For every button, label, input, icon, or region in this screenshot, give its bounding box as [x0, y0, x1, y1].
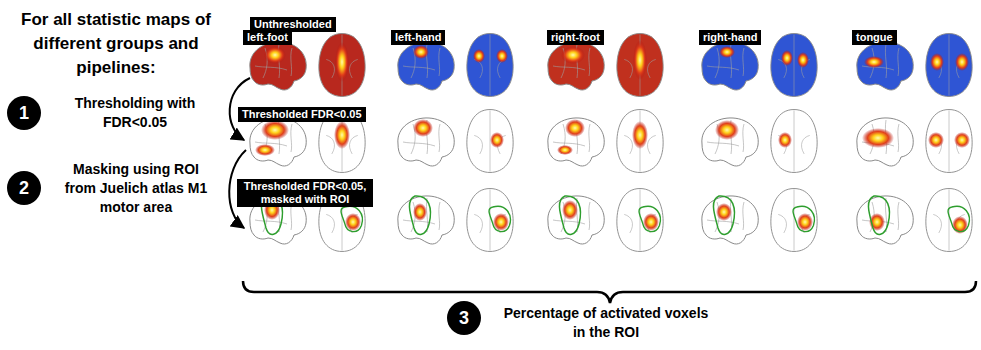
activation-blob — [413, 119, 433, 137]
brain-column — [250, 34, 365, 252]
axial-brain — [319, 34, 365, 97]
step-number: 2 — [7, 171, 41, 205]
map-tag: Thresholded FDR<0.05, masked with ROI — [237, 179, 373, 207]
brain-column — [857, 34, 972, 252]
sagittal-brain — [398, 118, 454, 166]
node-text: left-foot — [247, 31, 288, 43]
sagittal-brain — [857, 196, 913, 244]
activation-blob — [490, 132, 504, 148]
sagittal-brain — [548, 42, 604, 90]
activation-blob — [715, 120, 739, 140]
activation-blob — [778, 132, 792, 148]
activation-blob — [561, 46, 585, 64]
activation-blob — [781, 50, 793, 66]
node-text: 2 — [19, 178, 29, 199]
activation-blob — [335, 42, 349, 82]
step-number: 3 — [447, 301, 481, 335]
activation-blob — [716, 203, 732, 221]
curly-brace — [243, 281, 976, 303]
node-text: Unthresholded — [254, 18, 332, 30]
node-text: left-hand — [395, 31, 441, 43]
task-tag: tongue — [852, 30, 897, 45]
axial-brain — [771, 34, 817, 97]
node-text: Thresholded FDR<0.05 — [242, 108, 362, 120]
activation-blob — [719, 46, 735, 58]
sagittal-brain — [398, 42, 454, 90]
axial-brain — [926, 110, 972, 173]
task-tag: right-hand — [699, 30, 761, 45]
step-description: Thresholding with FDR<0.05 — [60, 94, 210, 132]
activation-blob — [954, 132, 970, 148]
node-text: tongue — [856, 31, 893, 43]
task-tag: left-foot — [243, 30, 292, 45]
sagittal-brain — [702, 118, 758, 166]
activation-blob — [255, 144, 275, 156]
axial-brain — [771, 110, 817, 173]
sagittal-brain — [857, 42, 913, 90]
step-number: 1 — [7, 96, 41, 130]
axial-brain — [617, 110, 663, 173]
sagittal-brain — [702, 196, 758, 244]
task-tag: right-foot — [547, 30, 604, 45]
activation-blob — [557, 145, 573, 155]
brain-column — [702, 34, 817, 252]
brain-column — [548, 34, 663, 252]
activation-blob — [562, 200, 578, 220]
activation-blob — [797, 52, 809, 68]
roi-outline — [639, 206, 660, 231]
node-text: right-foot — [551, 31, 600, 43]
activation-blob — [264, 46, 286, 64]
activation-blob — [496, 49, 508, 63]
activation-blob — [413, 45, 429, 59]
brain-column — [398, 34, 513, 252]
roi-outline — [409, 196, 430, 234]
axial-brain — [467, 189, 513, 252]
axial-brain — [926, 189, 972, 252]
sagittal-brain — [548, 118, 604, 166]
sagittal-brain — [250, 118, 306, 166]
step-description: Masking using ROI from Juelich atlas M1 … — [62, 160, 210, 217]
figure-title: For all statistic maps of different grou… — [5, 8, 227, 80]
roi-outline — [948, 206, 969, 231]
axial-brain — [617, 189, 663, 252]
activation-blob — [565, 119, 585, 137]
activation-blob — [955, 53, 969, 71]
sagittal-brain — [857, 118, 913, 166]
node-text: Thresholded FDR<0.05, masked with ROI — [244, 180, 367, 205]
step-description: Percentage of activated voxels in the RO… — [497, 304, 715, 342]
activation-blob — [864, 56, 884, 68]
axial-brain — [926, 34, 972, 97]
axial-brain — [467, 34, 513, 97]
axial-brain — [617, 34, 663, 97]
node-text: right-hand — [703, 31, 757, 43]
map-tag: Thresholded FDR<0.05 — [238, 107, 366, 122]
activation-blob — [632, 121, 648, 149]
activation-blob — [473, 49, 485, 63]
axial-brain — [467, 110, 513, 173]
task-tag: left-hand — [391, 30, 445, 45]
activation-blob — [633, 40, 647, 80]
roi-outline — [868, 196, 889, 234]
node-text: 1 — [19, 103, 29, 124]
roi-outline — [489, 206, 510, 231]
sagittal-brain — [702, 42, 758, 90]
activation-blob — [413, 203, 427, 221]
activation-blob — [930, 53, 944, 71]
roi-outline — [341, 206, 362, 231]
activation-blob — [862, 128, 894, 148]
sagittal-brain — [398, 196, 454, 244]
activation-blob — [334, 121, 350, 149]
axial-brain — [771, 189, 817, 252]
roi-outline — [713, 196, 734, 234]
roi-outline — [793, 206, 814, 231]
sagittal-brain — [250, 42, 306, 90]
sagittal-brain — [548, 196, 604, 244]
roi-outline — [559, 196, 580, 234]
node-text: 3 — [459, 308, 469, 329]
activation-blob — [928, 132, 944, 148]
activation-blob — [261, 120, 289, 140]
